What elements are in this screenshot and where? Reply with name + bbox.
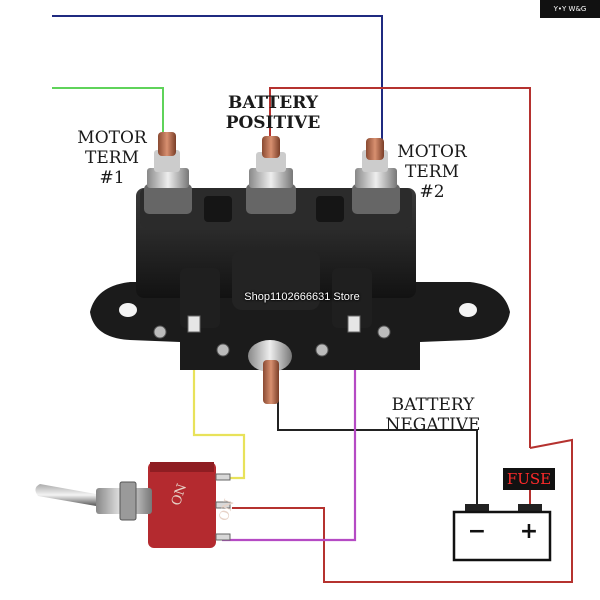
switch-body: [148, 462, 216, 548]
terminal-battery-positive: [246, 136, 296, 214]
label-motor-term-2: MOTOR TERM #2: [397, 142, 467, 202]
spade-terminal-right: [347, 315, 361, 333]
wire-red-positive: [269, 87, 531, 448]
wire-green: [52, 87, 164, 150]
mounting-hole-right: [459, 303, 477, 317]
toggle-switch: [35, 462, 231, 548]
battery: − +: [452, 504, 552, 562]
terminal-ground: [248, 340, 292, 404]
battery-plus-sign: +: [520, 519, 538, 544]
screw-left: [153, 325, 167, 339]
label-battery-positive: BATTERY POSITIVE: [225, 93, 321, 133]
switch-pin-top: [215, 473, 231, 481]
switch-lever: [35, 484, 96, 506]
battery-case: [452, 510, 552, 562]
mounting-hole-left: [119, 303, 137, 317]
wire-purple: [222, 330, 357, 542]
label-fuse: FUSE: [503, 468, 555, 490]
screw-right: [377, 325, 391, 339]
battery-terminal-positive: [518, 504, 542, 514]
wire-red-loop: [232, 438, 573, 583]
label-motor-term-1: MOTOR TERM #1: [77, 128, 147, 188]
screw-center-right: [315, 343, 329, 357]
screw-center-left: [216, 343, 230, 357]
wire-black-negative: [277, 372, 478, 512]
switch-pin-middle: [215, 501, 231, 509]
battery-terminal-negative: [465, 504, 489, 514]
spade-terminal-left: [187, 315, 201, 333]
wire-yellow: [192, 330, 246, 480]
corner-logo: Y•Y W&G: [540, 0, 600, 18]
terminal-motor-1: [144, 132, 192, 214]
wire-blue: [52, 15, 383, 148]
label-battery-negative: BATTERY NEGATIVE: [385, 395, 481, 435]
battery-minus-sign: −: [468, 519, 486, 544]
center-boss: [232, 250, 320, 310]
store-watermark: Shop1102666631 Store: [244, 291, 360, 303]
switch-pin-bottom: [215, 533, 231, 541]
terminal-motor-2: [352, 138, 400, 214]
solenoid: [90, 188, 510, 370]
